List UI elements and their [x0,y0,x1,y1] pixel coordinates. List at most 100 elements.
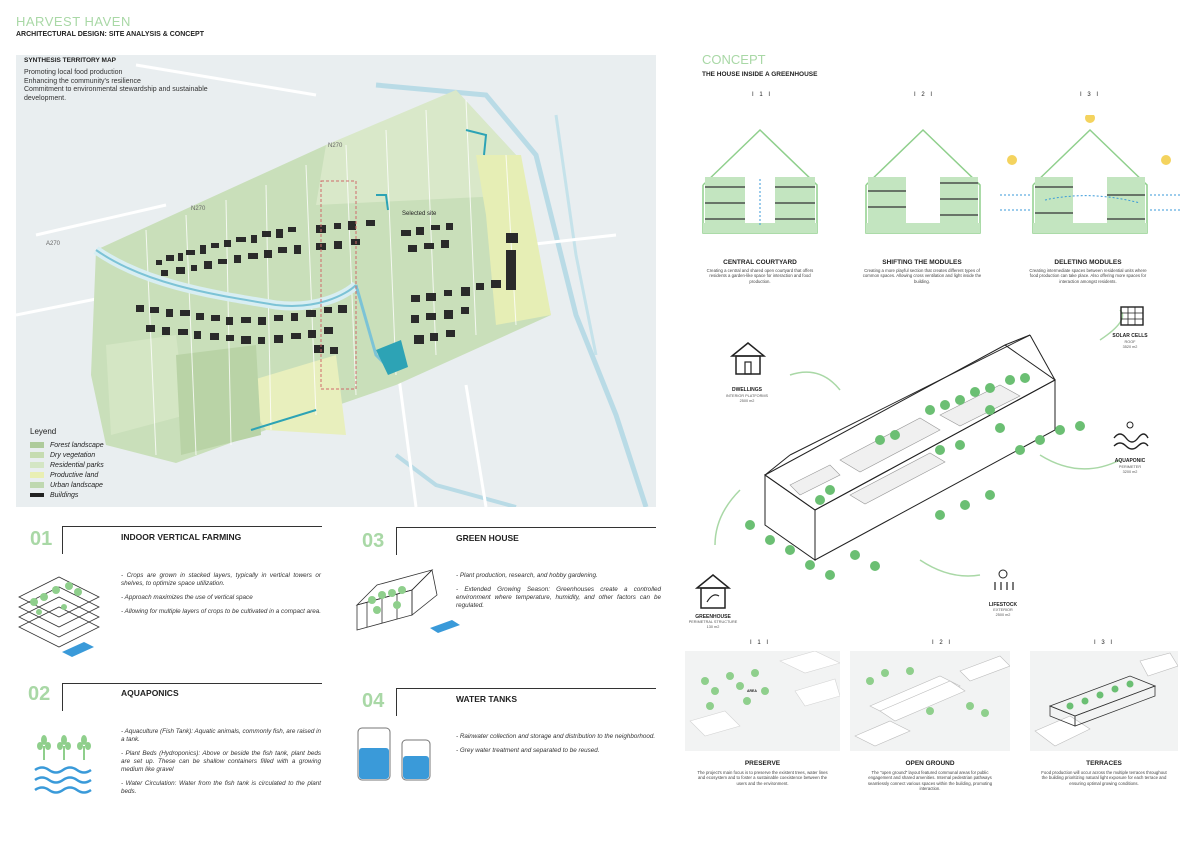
vertical-farming-illustration [18,576,100,657]
node-title: SOLAR CELLS [1112,333,1148,339]
node-sub: 3520 m2 [1122,345,1138,349]
section-text: - Plant production, research, and hobby … [456,572,661,610]
road-label: N270 [328,143,343,149]
axonometric-building [714,309,1124,580]
phase-text: The project's main focus is to preserve … [697,770,828,786]
step-text: Creating a central and shared open court… [706,268,814,284]
legend-label: Dry vegetation [50,451,96,459]
area-tag: AREA [747,689,757,693]
house-icon [729,342,767,375]
bullet: - Approach maximizes the use of vertical… [121,594,253,601]
legend-label: Productive land [50,471,99,479]
step-text: Creating intermediate spaces between res… [1029,268,1147,284]
concept-subtitle: THE HOUSE INSIDE A GREENHOUSE [702,71,818,78]
step-caption: DELETING MODULES [1054,259,1122,266]
node-sub: PERIMETRAL STRUCTURE [688,620,738,624]
step-caption: SHIFTING THE MODULES [882,259,962,266]
render-preserve [689,651,840,737]
phase-text: Food production will occur across the mu… [1041,770,1167,786]
divider [396,688,397,716]
divider [62,683,322,684]
section-title: INDOOR VERTICAL FARMING [121,532,242,542]
legend-title: Leyend [30,427,57,436]
section-title: GREEN HOUSE [456,533,519,543]
step-text: Creating a more playful section that cre… [862,268,982,284]
legend-label: Forest landscape [50,441,104,449]
greenhouse-icon [694,574,732,609]
node-sub: INTERIOR PLATFORMS [725,394,769,398]
section-number: 03 [362,530,385,552]
phase-render-open-ground [850,651,1010,751]
bullet: - Plant production, research, and hobby … [456,572,598,579]
phase-number: I 3 I [1094,640,1115,646]
map-caption: SYNTHESIS TERRITORY MAP [24,57,116,64]
legend-swatch [30,452,44,458]
page-title: HARVEST HAVEN [16,14,131,29]
node-sub: 3200 m2 [1122,470,1138,474]
divider [396,527,656,528]
bullet: - Aquaculture (Fish Tank): Aquatic anima… [121,728,321,743]
legend-label: Urban landscape [50,481,103,489]
legend-item: Urban landscape [30,480,104,490]
bullet: - Rainwater collection and storage and d… [456,733,656,740]
legend-swatch [30,442,44,448]
aquaponic-icon [1113,421,1149,450]
phase-number: I 2 I [932,640,953,646]
node-title: GREENHOUSE [695,614,731,620]
legend-item: Residential parks [30,460,104,470]
section-number: 01 [30,528,53,550]
node-sub: EXTERIOR [993,608,1013,612]
phase-render-terraces [1030,651,1178,751]
node-sub: 2500 m2 [995,613,1011,617]
section-number: 02 [28,683,51,705]
step-caption: CENTRAL COURTYARD [723,259,797,266]
phase-caption: TERRACES [1086,760,1122,767]
section-title: WATER TANKS [456,694,518,704]
map-goal: Commitment to environmental stewardship … [24,86,208,102]
map-drawing [16,63,649,507]
bullet: - Crops are grown in stacked layers, typ… [121,572,321,587]
render-terraces [1034,652,1178,747]
road-label: A270 [46,241,61,247]
legend-item: Dry vegetation [30,450,104,460]
phase-caption: OPEN GROUND [905,760,955,767]
node-sub: ROOF [1124,340,1136,344]
map-goal: Enhancing the community's resilience [24,77,141,85]
legend-swatch [30,472,44,478]
divider [62,526,322,527]
map-goals: Promoting local food production Enhancin… [24,69,234,103]
aquaponics-icon [34,735,92,794]
legend-item: Buildings [30,490,104,500]
node-sub: PERIMETER [1118,465,1142,469]
divider [396,688,656,689]
section-text: - Aquaculture (Fish Tank): Aquatic anima… [121,728,321,796]
legend-swatch [30,462,44,468]
node-title: DWELLINGS [732,387,762,393]
greenhouse-illustration [355,569,460,633]
phase-caption: PRESERVE [744,760,781,767]
concept-title: CONCEPT [702,52,766,67]
bullet: - Grey water treatment and separated to … [456,747,600,754]
section-number: 04 [362,690,385,712]
water-tanks-illustration [357,727,431,781]
step-number: I 3 I [1080,92,1101,98]
node-title: LIFESTOCK [988,602,1018,608]
legend-label: Buildings [50,491,79,499]
divider [62,683,63,711]
bullet: - Allowing for multiple layers of crops … [121,608,321,615]
phase-number: I 1 I [750,640,771,646]
phase-render-preserve: AREA [685,651,840,751]
divider [62,526,63,554]
solar-panel-icon [1120,306,1144,326]
lifestock-icon [994,569,1014,590]
section-text: - Crops are grown in stacked layers, typ… [121,572,321,616]
legend-swatch [30,493,44,497]
bullet: - Plant Beds (Hydroponics): Above or bes… [121,750,321,773]
render-open-ground [854,655,1010,747]
section-title: AQUAPONICS [121,688,179,698]
step-number: I 2 I [914,92,935,98]
